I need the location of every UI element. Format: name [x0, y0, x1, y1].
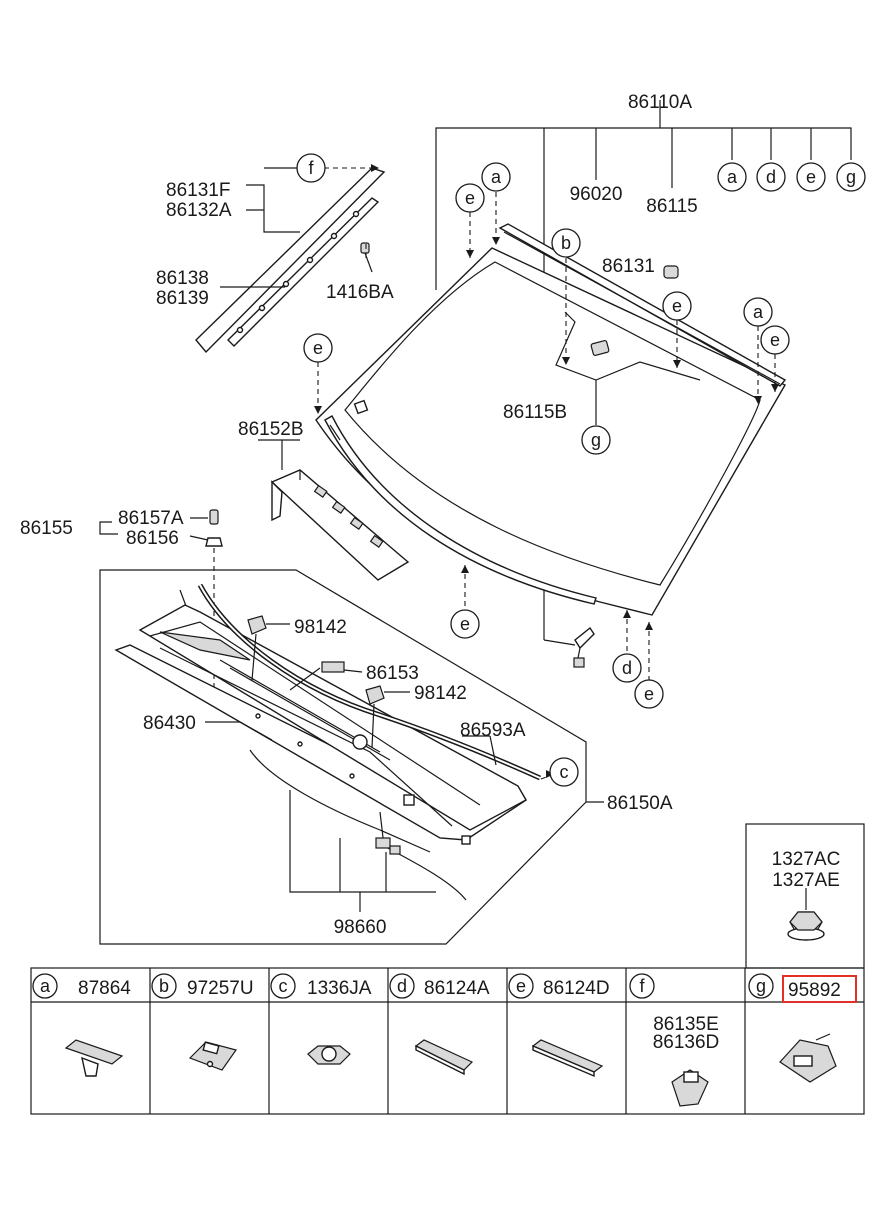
label-86131F: 86131F	[166, 180, 230, 201]
label-1327AE: 1327AE	[772, 870, 840, 891]
rain-sensor	[590, 339, 610, 357]
washer-hose	[249, 749, 467, 912]
svg-text:g: g	[756, 976, 766, 996]
label-1327AC: 1327AC	[772, 849, 841, 870]
label-86132A: 86132A	[166, 200, 232, 221]
label-plate	[321, 661, 345, 673]
windshield-top-moulding	[498, 223, 787, 387]
svg-text:c: c	[279, 976, 288, 996]
nut-box	[745, 823, 865, 969]
callout-d-1: d	[756, 162, 786, 192]
label-86593A: 86593A	[460, 720, 526, 741]
svg-text:f: f	[308, 158, 314, 178]
svg-text:e: e	[770, 330, 780, 350]
svg-text:a: a	[727, 167, 738, 187]
svg-text:1336JA: 1336JA	[307, 978, 372, 999]
part-icon-86124A	[414, 1039, 474, 1071]
table-cell-c: c 1336JA	[270, 973, 372, 999]
svg-text:a: a	[491, 167, 502, 187]
svg-text:g: g	[846, 167, 856, 187]
label-86155: 86155	[20, 518, 73, 539]
clip-86115	[663, 265, 679, 279]
table-cell-e: e 86124D	[508, 973, 610, 999]
callout-e-6: e	[450, 609, 480, 639]
table-cell-a: a 87864	[32, 973, 131, 999]
label-86157A: 86157A	[118, 508, 184, 529]
part-icon-87864	[64, 1039, 124, 1065]
callout-a-1: a	[717, 162, 747, 192]
table-cell-f: f 86135E 86136D	[629, 973, 720, 1053]
pillar-moulding-group	[195, 164, 386, 354]
svg-text:e: e	[644, 684, 654, 704]
svg-text:e: e	[313, 338, 323, 358]
svg-text:86124A: 86124A	[424, 978, 490, 999]
highlighted-part-95892: 95892	[788, 980, 841, 1001]
svg-text:97257U: 97257U	[187, 978, 254, 999]
callout-f-1: f	[296, 153, 326, 183]
svg-text:86135E: 86135E	[653, 1014, 719, 1035]
cowl-side-trim	[258, 439, 410, 581]
svg-text:f: f	[639, 976, 645, 996]
svg-text:86136D: 86136D	[653, 1032, 720, 1053]
label-1416BA: 1416BA	[326, 282, 394, 303]
table-cell-b: b 97257U	[151, 973, 254, 999]
callout-c-1: c	[549, 757, 579, 787]
svg-text:d: d	[622, 658, 632, 678]
washer-nozzle-right	[365, 685, 385, 705]
svg-text:87864: 87864	[78, 978, 131, 999]
table-cell-g: g 95892	[748, 973, 841, 1001]
label-96020: 96020	[570, 184, 623, 205]
callout-e-4: e	[760, 325, 790, 355]
parts-table	[30, 967, 865, 1115]
label-86156: 86156	[126, 528, 179, 549]
label-98660: 98660	[334, 917, 387, 938]
highlight-box	[782, 975, 857, 1003]
windshield-side-moulding	[324, 415, 597, 605]
callout-a-3: a	[743, 297, 773, 327]
callout-e-3: e	[662, 291, 692, 321]
callout-e-5: e	[303, 333, 333, 363]
svg-text:e: e	[672, 296, 682, 316]
svg-text:e: e	[516, 976, 526, 996]
svg-text:e: e	[460, 614, 470, 634]
label-86430: 86430	[143, 713, 196, 734]
label-86153: 86153	[366, 663, 419, 684]
svg-text:b: b	[159, 976, 169, 996]
label-98142-top: 98142	[294, 617, 347, 638]
label-86152B: 86152B	[238, 419, 304, 440]
label-86131: 86131	[602, 256, 655, 277]
callout-g-1: g	[836, 162, 866, 192]
table-cell-d: d 86124A	[389, 973, 490, 999]
label-86150A: 86150A	[607, 793, 673, 814]
svg-text:a: a	[40, 976, 51, 996]
svg-text:e: e	[806, 167, 816, 187]
svg-text:86124D: 86124D	[543, 978, 610, 999]
label-86110A: 86110A	[628, 92, 692, 113]
svg-text:g: g	[591, 430, 601, 450]
label-98142-bottom: 98142	[414, 683, 467, 704]
label-86139: 86139	[156, 288, 209, 309]
svg-text:d: d	[397, 976, 407, 996]
washer-nozzle-left	[247, 615, 267, 635]
callout-g-2: g	[581, 425, 611, 455]
label-86115: 86115	[646, 196, 697, 217]
part-icon-86124D	[531, 1039, 604, 1073]
label-86138: 86138	[156, 268, 209, 289]
callout-e-7: e	[634, 679, 664, 709]
svg-text:c: c	[560, 762, 569, 782]
callout-e-1: e	[796, 162, 826, 192]
callout-a-2: a	[481, 162, 511, 192]
label-86115B: 86115B	[503, 402, 567, 423]
windshield-group	[314, 100, 852, 680]
svg-text:a: a	[753, 302, 764, 322]
callout-b-1: b	[551, 228, 581, 258]
svg-text:d: d	[766, 167, 776, 187]
callout-e-2: e	[455, 183, 485, 213]
svg-text:e: e	[465, 188, 475, 208]
svg-text:b: b	[561, 233, 571, 253]
cowl-panel	[114, 589, 527, 845]
callout-d-2: d	[612, 653, 642, 683]
